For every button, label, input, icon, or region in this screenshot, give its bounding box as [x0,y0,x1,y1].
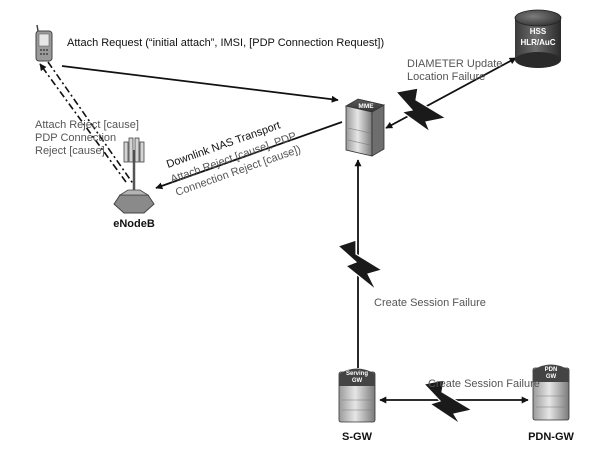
ue-reject-label-line2: PDP Connection [35,132,116,144]
hss-database-icon: HSS HLR/AuC [514,9,562,68]
hss-title-line2: HLR/AuC [520,38,555,47]
ue-reject-label-line3: Reject [cause] [35,145,105,157]
pdngw-label: PDN-GW [528,431,574,443]
ue-to-enodeb-link [47,61,135,186]
mme-server-icon: MME [344,98,386,157]
failure-bolt-mme-sgw [336,239,384,291]
hss-title-line1: HSS [530,27,547,36]
ue-handset-icon [35,24,53,62]
attach-request-label: Attach Request (“initial attach”, IMSI, … [67,37,384,49]
downlink-nas-arrow [155,121,343,190]
mme-caption: MME [358,103,374,110]
failure-bolt-hss [394,87,448,134]
enodeb-label: eNodeB [113,218,155,230]
pdngw-caption-line1: PDN [545,367,558,373]
sgw-label: S-GW [342,431,373,443]
diameter-label-line2: Location Failure [407,71,485,83]
attach-request-arrow [61,65,339,103]
pdngw-caption-line2: GW [546,374,557,380]
attach-reject-ue-arrow [39,63,127,183]
failure-bolt-sgw-pdngw [422,379,474,425]
sgw-server-icon: Serving GW [338,368,376,423]
pdngw-server-icon: PDN GW [532,364,570,421]
diameter-label-line1: DIAMETER Update [407,58,502,70]
ue-reject-label-line1: Attach Reject [cause] [35,119,139,131]
sgw-caption-line1: Serving [346,371,368,377]
sgw-caption-line2: GW [352,378,363,384]
enodeb-tower-icon [113,137,155,214]
create-session-pdn-label: Create Session Failure [428,378,540,390]
create-session-mme-label: Create Session Failure [374,297,486,309]
